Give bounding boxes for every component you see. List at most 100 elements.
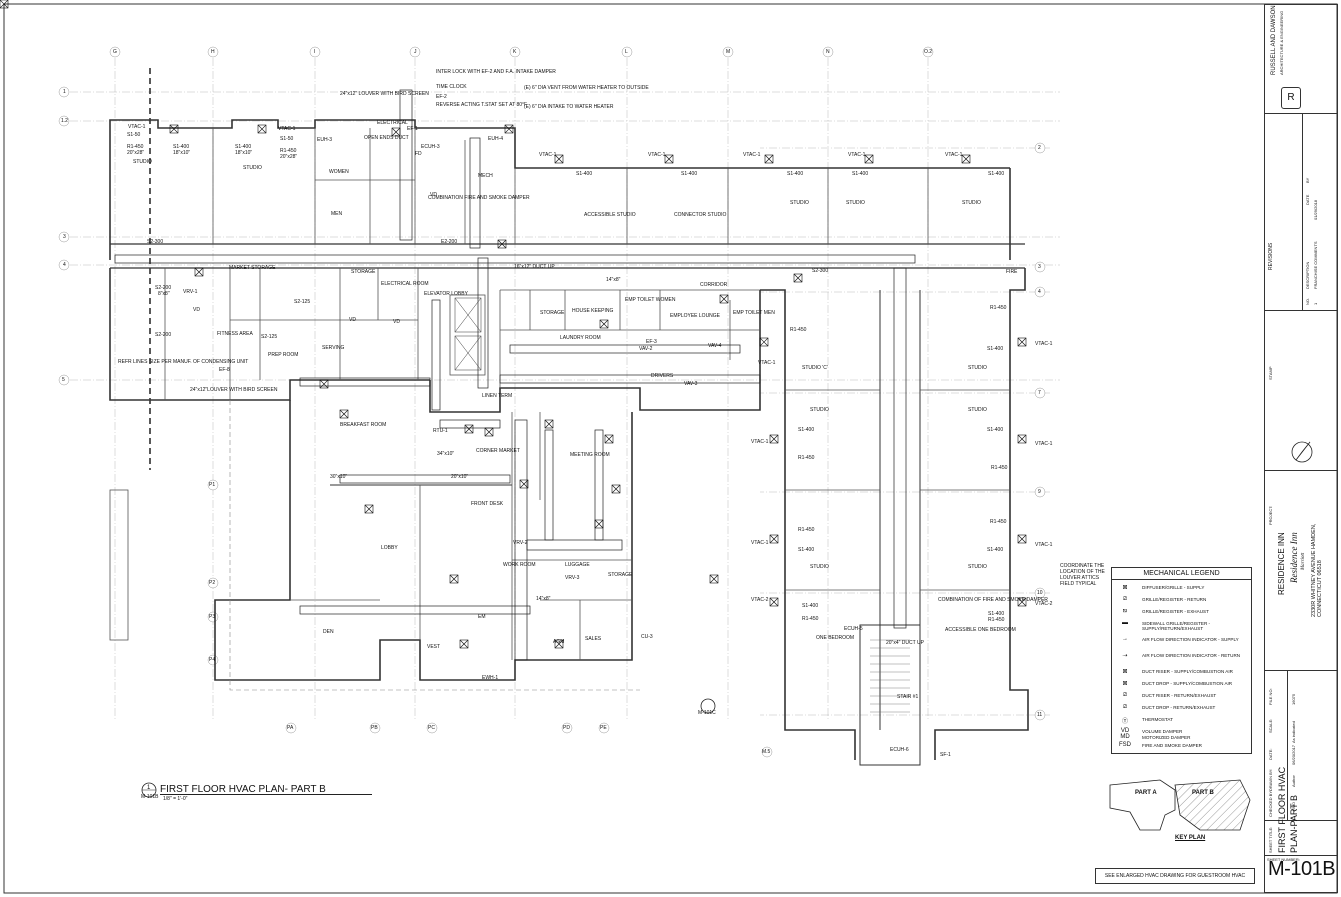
equipment-tag: VRV-2 bbox=[513, 540, 528, 546]
equipment-tag: R1-450 bbox=[990, 305, 1007, 311]
room-label: MEN bbox=[331, 211, 343, 217]
room-label: STUDIO bbox=[968, 365, 987, 371]
room-label: CORRIDOR bbox=[700, 282, 728, 288]
note-coordinate: COORDINATE THE LOCATION OF THE LOUVER AT… bbox=[1060, 563, 1105, 587]
room-label: EMPLOYEE LOUNGE bbox=[670, 313, 721, 319]
note-duct-up-2: 20"x4" DUCT UP bbox=[886, 640, 924, 646]
equipment-tag: 8"x8" bbox=[158, 291, 170, 297]
equipment-tag: 14"x8" bbox=[536, 596, 551, 602]
grid-label: P3 bbox=[209, 614, 216, 620]
equipment-tag: VTAC-1 bbox=[128, 124, 146, 130]
grid-label: 3 bbox=[63, 234, 66, 240]
room-label: STUDIO bbox=[968, 564, 987, 570]
note-louver-left: 24"x12"LOUVER WITH BIRD SCREEN bbox=[190, 387, 278, 393]
key-plan-part-b: PART B bbox=[1192, 790, 1214, 796]
legend-row: ⧄DUCT DROP - RETURN/EXHAUST bbox=[1123, 704, 1216, 710]
equipment-tag: R1-450 bbox=[988, 617, 1005, 623]
grid-label: K bbox=[513, 49, 517, 55]
note-combo-damper: COMBINATION FIRE AND SMOKE DAMPER bbox=[428, 195, 530, 201]
room-label: MEETING ROOM bbox=[570, 452, 610, 458]
equipment-tag: S1-400 bbox=[987, 427, 1004, 433]
equipment-tag: ECUH-5 bbox=[844, 626, 863, 632]
detail-sheet: M-101B bbox=[141, 794, 159, 800]
note-duct-up: 16"x12" DUCT UP bbox=[514, 264, 555, 270]
equipment-tag: R1-450 bbox=[280, 148, 297, 154]
room-label: STORAGE bbox=[540, 310, 565, 316]
equipment-tag: EWH-1 bbox=[482, 675, 499, 681]
rev-col-no: NO. bbox=[1305, 297, 1310, 305]
note-time-clock: TIME CLOCK bbox=[436, 84, 467, 90]
checked-label: CHECKED BY: bbox=[1268, 790, 1273, 817]
equipment-tag: R1-450 bbox=[802, 616, 819, 622]
equipment-tag: S1-400 bbox=[576, 171, 593, 177]
equipment-tag: SF-1 bbox=[940, 752, 951, 758]
rev1-desc: FRANCHISE COMMENTS bbox=[1313, 241, 1318, 289]
grid-label: PA bbox=[287, 725, 294, 731]
legend-row: ⧄GRILLE/REGISTER - RETURN bbox=[1123, 596, 1207, 602]
equipment-tag: VD bbox=[193, 307, 200, 313]
note-intake: (E) 6" DIA INTAKE TO WATER HEATER bbox=[524, 104, 614, 110]
equipment-tag: S1-400 bbox=[235, 144, 252, 150]
grid-label: 3 bbox=[1038, 264, 1041, 270]
project-name: RESIDENCE INN bbox=[1277, 532, 1286, 595]
key-plan-label: KEY PLAN bbox=[1175, 835, 1206, 841]
equipment-tag: S2-200 bbox=[155, 285, 172, 291]
room-label: STUDIO bbox=[846, 200, 865, 206]
grid-label: 11 bbox=[1037, 712, 1043, 718]
equipment-tag: VAV-2 bbox=[639, 346, 653, 352]
room-label: ACCESSIBLE ONE BEDROOM bbox=[945, 627, 1016, 633]
room-label: ONE BEDROOM bbox=[816, 635, 855, 641]
sheet-title-2: PLAN-PART B bbox=[1289, 794, 1299, 853]
equipment-tag: S1-400 bbox=[173, 144, 190, 150]
equipment-tag: VRV-1 bbox=[183, 289, 198, 295]
building-walls bbox=[109, 119, 1029, 766]
grid-label: PE bbox=[600, 725, 607, 731]
legend-row: ⊠DUCT DROP - SUPPLY/COMBUSTION AIR bbox=[1122, 681, 1233, 687]
room-label: SALES bbox=[585, 636, 602, 642]
equipment-tag: VAV-3 bbox=[684, 381, 698, 387]
room-label: VEST bbox=[427, 644, 441, 650]
note-open-ends: OPEN ENDS DUCT bbox=[364, 135, 409, 141]
legend-row: ⧄DUCT RISER - RETURN/EXHAUST bbox=[1123, 692, 1217, 698]
room-label: FRONT DESK bbox=[471, 501, 504, 507]
room-label: LAUNDRY ROOM bbox=[560, 335, 601, 341]
equipment-tag: S1-400 bbox=[802, 603, 819, 609]
grid-label: 1 bbox=[63, 89, 66, 95]
equipment-tag: 14"x8" bbox=[606, 277, 621, 283]
equipment-tag: S1-400 bbox=[987, 547, 1004, 553]
grid-label: M bbox=[726, 49, 731, 55]
equipment-tag: S2-200 bbox=[155, 332, 172, 338]
equipment-tag: VRV-3 bbox=[565, 575, 580, 581]
equipment-tag: R1-450 bbox=[790, 327, 807, 333]
equipment-tag: 18"x10" bbox=[173, 150, 191, 156]
date-value: 06/20/2017 bbox=[1291, 744, 1296, 765]
equipment-tag: VAV-4 bbox=[708, 343, 722, 349]
equipment-tag: VTAC-1 bbox=[1035, 441, 1053, 447]
grid-label: 10 bbox=[1037, 590, 1043, 596]
room-label: SERVING bbox=[322, 345, 345, 351]
note-ef2: EF-2 bbox=[436, 94, 447, 100]
room-label: LUGGAGE bbox=[565, 562, 590, 568]
equipment-tag: R1-450 bbox=[127, 144, 144, 150]
north-arrow bbox=[1291, 441, 1313, 463]
room-label: ELEVATOR LOBBY bbox=[424, 291, 468, 297]
firm-logo: R bbox=[1281, 87, 1301, 109]
rev1-date: 01/29/2018 bbox=[1313, 199, 1318, 220]
equipment-tag: 20"x28" bbox=[127, 150, 145, 156]
grid-label: P1 bbox=[209, 482, 216, 488]
equipment-tag: EUH-4 bbox=[488, 136, 504, 142]
equipment-tag: S1-400 bbox=[852, 171, 869, 177]
equipment-tag: S1-400 bbox=[681, 171, 698, 177]
sheet-number: M-101B bbox=[1268, 858, 1336, 880]
equipment-tag: VTAC-1 bbox=[758, 360, 776, 366]
section-marker: M-101C bbox=[698, 710, 716, 716]
equipment-tag: R1-450 bbox=[798, 455, 815, 461]
drawing-scale: 1/8" = 1'-0" bbox=[163, 796, 188, 802]
room-label: MECH bbox=[478, 173, 493, 179]
room-label: CONNECTOR STUDIO bbox=[674, 212, 727, 218]
grid-label: I bbox=[314, 49, 316, 55]
equipment-tag: S2-300 bbox=[812, 268, 829, 274]
